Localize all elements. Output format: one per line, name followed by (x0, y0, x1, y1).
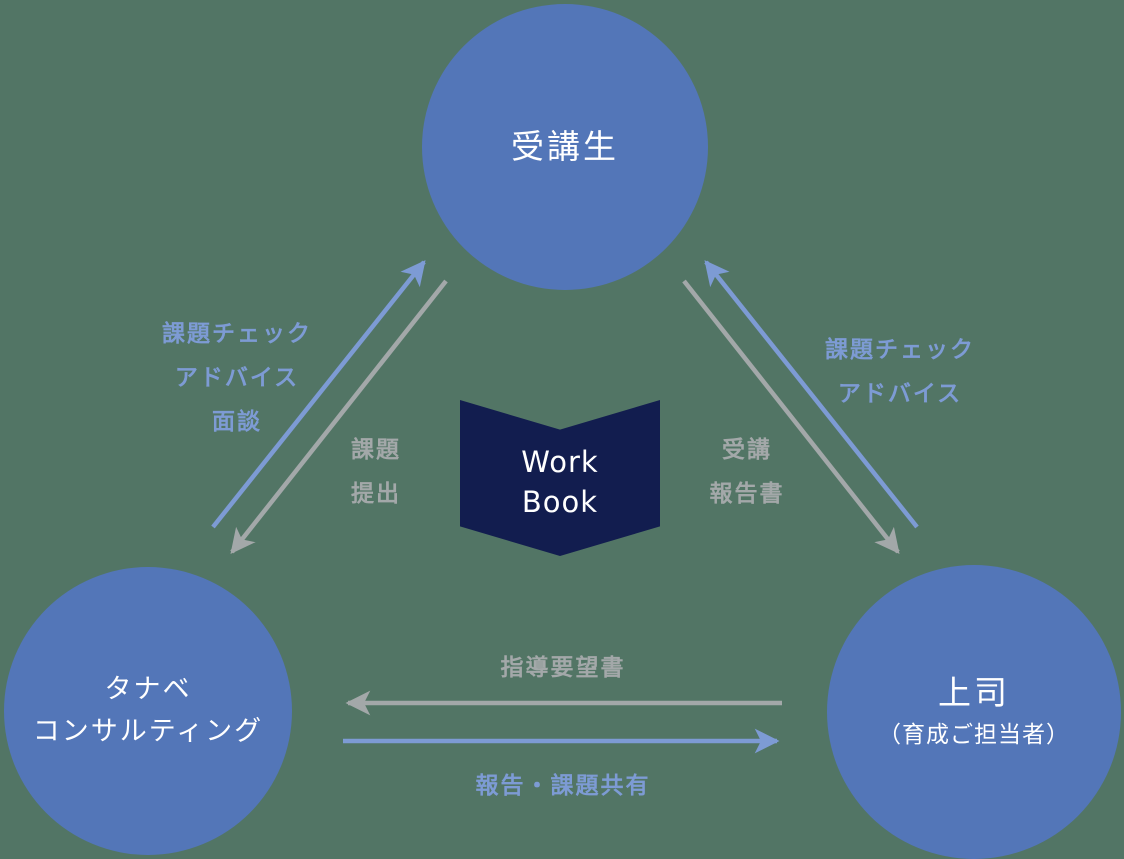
edge-label-tanabe-to-boss: 報告・課題共有 (475, 773, 651, 799)
edge-label-line: アドバイス (174, 365, 300, 391)
edge-label-line: 受講 (722, 437, 772, 463)
node-student-label: 受講生 (511, 127, 619, 166)
edge-label-line: 報告書 (709, 481, 785, 507)
edge-label-line: 面談 (212, 409, 262, 435)
node-tanabe-label-line1: タナベ (104, 674, 192, 705)
node-student: 受講生 (422, 4, 708, 290)
arrow-student-to-tanabe (230, 279, 448, 554)
edge-label-student-to-boss: 受講 報告書 (710, 428, 785, 516)
workbook-shape: Work Book (460, 400, 660, 556)
arrow-tanabe-to-student (211, 260, 426, 529)
edge-label-student-to-tanabe: 課題 提出 (351, 428, 401, 516)
workbook-label-line1: Work (521, 445, 599, 479)
edge-label-tanabe-to-student: 課題チェック アドバイス 面談 (162, 312, 312, 444)
workbook-label-line2: Book (521, 485, 599, 519)
edge-label-boss-to-student: 課題チェック アドバイス (825, 328, 975, 416)
edge-label-line: 提出 (351, 481, 401, 507)
arrow-student-to-boss (682, 279, 900, 554)
node-tanabe-label-line2: コンサルティング (32, 716, 264, 747)
node-boss-label-line1: 上司 (938, 673, 1010, 712)
arrow-boss-to-student (704, 260, 919, 529)
edge-label-line: 課題チェック (162, 321, 312, 347)
node-boss: 上司 （育成ご担当者） (827, 565, 1121, 859)
edge-label-line: アドバイス (837, 381, 963, 407)
node-boss-label-line2: （育成ご担当者） (878, 722, 1070, 748)
edge-label-line: 課題 (351, 437, 401, 463)
edge-label-line: 課題チェック (825, 337, 975, 363)
node-tanabe-consulting: タナベ コンサルティング (4, 567, 292, 855)
edge-label-boss-to-tanabe: 指導要望書 (500, 655, 626, 681)
